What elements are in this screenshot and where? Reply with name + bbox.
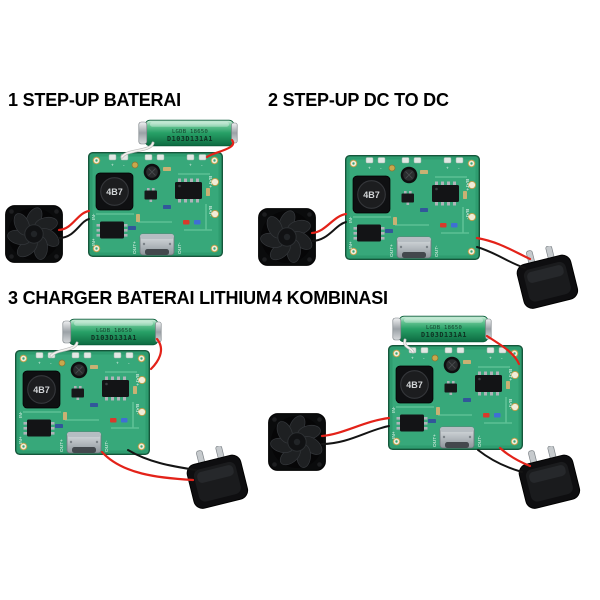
power-adapter-4 [514, 446, 583, 510]
fan-wire-red [57, 209, 91, 232]
fan-2 [258, 208, 316, 266]
adapter-wire-black [476, 246, 526, 269]
adapter-wire-red [475, 236, 532, 261]
power-adapter-3 [182, 446, 251, 510]
adapter-wire-red [498, 446, 532, 468]
pcb-module-4 [388, 345, 523, 450]
fan-4 [268, 413, 326, 471]
battery-wire-white [49, 341, 79, 358]
pcb-module-2 [345, 155, 480, 260]
wires-section-3 [49, 337, 197, 482]
battery-wire-white [403, 338, 415, 354]
power-adapter-2 [512, 246, 581, 310]
section-label-3: 3 CHARGER BATERAI LITHIUM [8, 288, 271, 308]
adapter-wire-black [477, 449, 523, 473]
battery-wire-red [149, 337, 163, 371]
adapter-wire-red [100, 450, 195, 482]
wires-section-4 [320, 334, 532, 473]
wires-section-2 [310, 212, 532, 269]
adapter-wire-black [127, 449, 197, 471]
wires-section-1 [57, 138, 235, 239]
section-label-1: 1 STEP-UP BATERAI [8, 90, 181, 110]
fan-wire-red [310, 212, 348, 235]
battery-wire-red [205, 138, 235, 159]
fan-wire-black [311, 221, 347, 242]
battery-3 [62, 318, 162, 346]
pcb-module-3 [15, 350, 150, 455]
battery-4 [392, 315, 492, 343]
section-label-4: 4 KOMBINASI [272, 288, 388, 308]
pcb-module-1 [88, 152, 223, 257]
fan-wire-red [320, 416, 391, 438]
battery-wire-red [485, 334, 521, 366]
section-label-2: 2 STEP-UP DC TO DC [268, 90, 449, 110]
fan-wire-black [58, 218, 90, 239]
fan-wire-black [321, 425, 390, 445]
fan-1 [5, 205, 63, 263]
battery-wire-white [120, 141, 155, 159]
